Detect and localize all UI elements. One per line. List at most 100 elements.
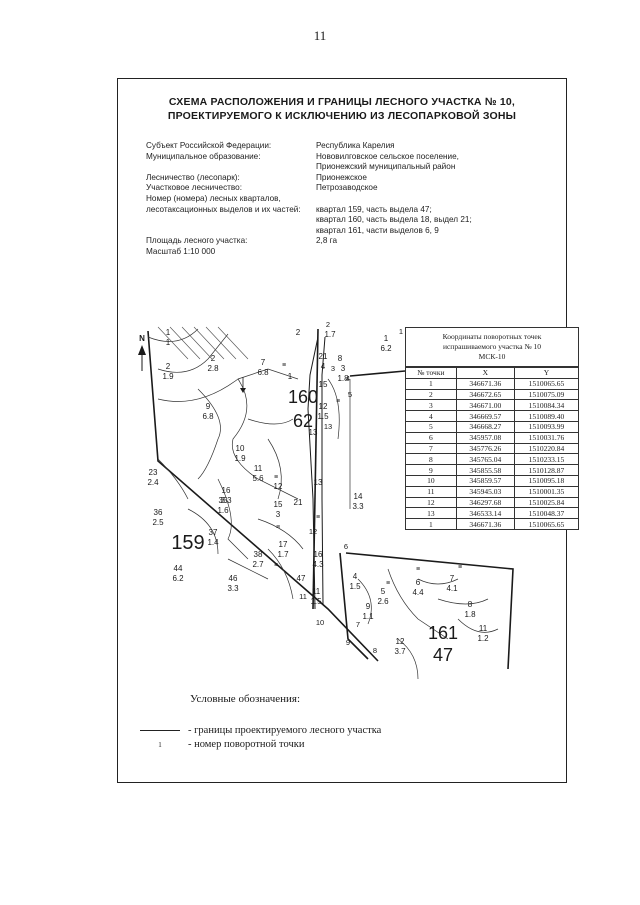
plot-area: 3.3 <box>220 496 232 505</box>
info-label: Площадь лесного участка: <box>146 236 248 246</box>
meadow-symbol-icon: ≡ <box>316 514 320 521</box>
point-number-cell: 8 <box>405 453 457 466</box>
quarter-label-159: 159 <box>171 532 204 554</box>
plot-boundary <box>247 418 294 425</box>
info-value: 2,8 га <box>316 236 338 246</box>
title-line-2: ПРОЕКТИРУЕМОГО К ИСКЛЮЧЕНИЮ ИЗ ЛЕСОПАРКО… <box>167 110 517 122</box>
y-cell: 1510095.18 <box>513 474 580 487</box>
plot-area: 5.6 <box>252 474 264 483</box>
plot-area: 2.7 <box>252 560 264 569</box>
plot-number: 1 <box>288 372 293 381</box>
info-value: Республика Карелия <box>316 141 395 150</box>
y-cell: 1510065.65 <box>513 518 580 530</box>
y-cell: 1510093.99 <box>513 420 580 433</box>
x-cell: 345859.57 <box>455 474 515 487</box>
boundary-point-number: 5 <box>348 390 352 399</box>
info-label: лесотаксационных выделов и их частей: <box>146 204 301 214</box>
info-value: Нововилговское сельское поселение, <box>316 151 459 161</box>
meadow-symbol-icon: ≡ <box>336 398 340 405</box>
point-number-cell: 1 <box>405 377 457 390</box>
meadow-symbol-icon: ≡ <box>416 566 420 573</box>
quarter-boundary-161 <box>345 552 514 670</box>
plot-number: 1 <box>384 334 389 343</box>
road-parallel-2 <box>321 336 326 605</box>
legend-point: 1- номер поворотной точки <box>140 739 304 750</box>
plot-area: 6.2 <box>380 344 392 353</box>
scheme-frame: СХЕМА РАСПОЛОЖЕНИЯ И ГРАНИЦЫ ЛЕСНОГО УЧА… <box>117 78 580 783</box>
quarter-sub-161: 47 <box>433 645 453 665</box>
north-arrow-head-icon <box>138 345 146 355</box>
plot-boundary <box>157 368 299 402</box>
header-x: X <box>455 367 515 379</box>
quarter-label-161: 161 <box>428 623 458 643</box>
down-arrow-head-icon <box>240 388 246 393</box>
info-label: Участковое лесничество: <box>146 183 242 193</box>
info-label: Субъект Российской Федерации: <box>146 141 272 150</box>
boundary-point-number: 6 <box>344 542 348 551</box>
hatch-line <box>157 326 189 360</box>
info-value: Петрозаводское <box>316 183 378 193</box>
coordinates-caption: Координаты поворотных точек испрашиваемо… <box>405 327 579 367</box>
plot-number: 16 <box>314 550 323 559</box>
info-value: Прионежское <box>316 172 367 182</box>
hatch-line <box>205 326 237 360</box>
boundary-point-number: 4 <box>346 374 350 383</box>
plot-number: 44 <box>174 564 183 573</box>
hatch-line <box>193 326 225 360</box>
plot-boundary <box>197 388 221 480</box>
info-value: квартал 160, часть выдела 18, выдел 21; <box>316 215 472 225</box>
plot-number: 21 <box>294 498 303 507</box>
plot-number: 9 <box>366 602 371 611</box>
coordinates-header-row: № точки X Y <box>405 367 580 379</box>
boundary-point-number: 9 <box>346 638 350 647</box>
point-number-cell: 4 <box>405 410 457 422</box>
legend-point-text: - номер поворотной точки <box>188 739 305 750</box>
plot-number: 36 <box>154 508 163 517</box>
plot-number: 8 <box>468 600 473 609</box>
plot-number: 13 <box>314 478 323 487</box>
meadow-symbol-icon: ≡ <box>458 564 462 571</box>
plot-boundary <box>157 458 189 500</box>
north-label: N <box>139 334 145 343</box>
plot-area: 1 <box>166 338 171 347</box>
plot-boundary <box>357 578 372 625</box>
y-cell: 1510001.35 <box>513 485 580 498</box>
plot-area: 6.2 <box>172 574 184 583</box>
y-cell: 1510233.15 <box>513 453 580 466</box>
plot-boundary <box>187 508 219 555</box>
plot-boundary <box>147 328 199 342</box>
plot-area: 1.8 <box>337 374 349 383</box>
boundary-point-number: 1 <box>399 327 403 336</box>
boundary-point-number: 8 <box>373 646 377 655</box>
boundary-point-number: 10 <box>316 618 324 627</box>
y-cell: 1510089.40 <box>513 410 580 422</box>
x-cell: 345957.08 <box>455 431 515 444</box>
plot-area: 1.5 <box>310 597 322 606</box>
plot-area: 2.4 <box>147 478 159 487</box>
info-labels: Субъект Российской Федерации:Муниципальн… <box>146 141 301 258</box>
plot-number: 13 <box>309 428 318 437</box>
boundary-point-number: 7 <box>356 620 360 629</box>
x-cell: 346669.57 <box>455 410 515 422</box>
x-cell: 346672.65 <box>455 388 515 401</box>
plot-area: 4.3 <box>312 560 324 569</box>
plot-area: 2.8 <box>207 364 219 373</box>
plot-area: 1.7 <box>277 550 289 559</box>
y-cell: 1510220.84 <box>513 442 580 455</box>
plot-area: 2.6 <box>377 597 389 606</box>
meadow-symbol-icon: ≡ <box>276 524 280 531</box>
y-cell: 1510031.76 <box>513 431 580 444</box>
point-number-cell: 12 <box>405 496 457 509</box>
